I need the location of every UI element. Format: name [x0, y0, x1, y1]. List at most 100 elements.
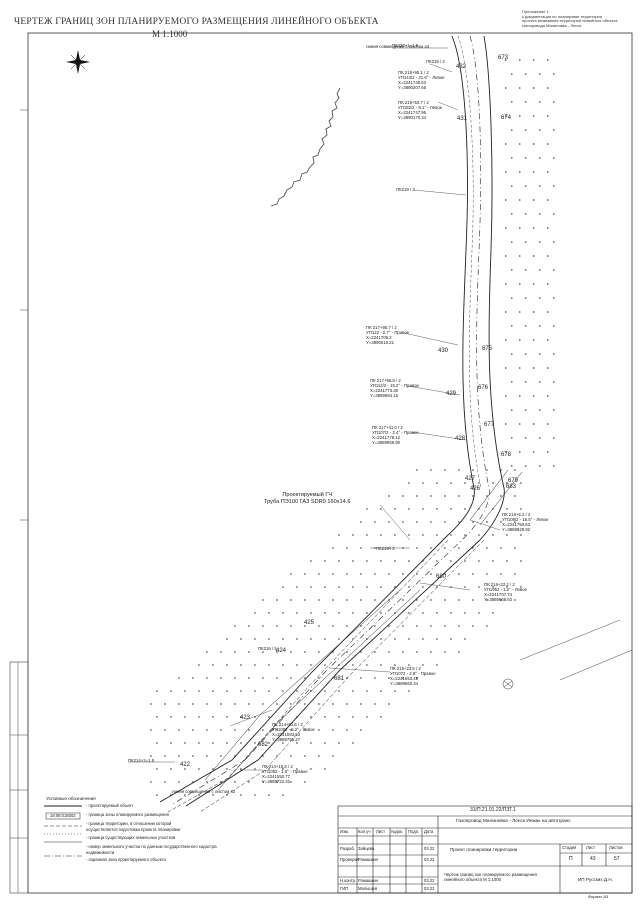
surface-dot	[254, 794, 256, 796]
surface-dot	[262, 703, 264, 705]
pk-coord-block: ПК 217+66.9 / 2 УП112/2 - 15.2° - Правое…	[370, 378, 419, 399]
surface-dot	[552, 129, 555, 131]
surface-dot	[450, 482, 452, 484]
surface-dot	[366, 560, 368, 562]
pk-line: ПК 217+95.7 / 2	[366, 325, 397, 330]
tb-role: Проверил	[340, 857, 360, 862]
station-number: 681	[334, 676, 345, 682]
surface-dot	[192, 755, 194, 757]
surface-dot	[276, 651, 278, 653]
surface-dot	[346, 573, 348, 575]
surface-dot	[444, 469, 446, 471]
surface-dot	[198, 716, 200, 718]
surface-dot	[360, 677, 362, 679]
pk-line: X=2241706.2	[366, 335, 392, 341]
surface-dot	[430, 599, 432, 601]
north-arrow-icon	[66, 50, 90, 74]
surface-dot	[450, 612, 452, 614]
pk-line: Y=3889668.63	[484, 597, 513, 603]
station-number: 422	[180, 762, 191, 768]
surface-dot	[268, 794, 270, 796]
surface-dot	[450, 638, 452, 640]
surface-dot	[514, 573, 516, 575]
surface-dot	[268, 664, 270, 666]
surface-dot	[226, 768, 228, 770]
surface-dot	[444, 651, 446, 653]
surface-dot	[552, 381, 555, 383]
surface-dot	[178, 781, 180, 783]
station-number: 425	[304, 620, 315, 626]
binding-strip	[9, 661, 29, 894]
surface-dot	[262, 651, 264, 653]
surface-dot	[226, 716, 228, 718]
surface-dot	[500, 599, 502, 601]
surface-dot	[518, 199, 521, 201]
surface-dot	[388, 521, 390, 523]
surface-dot	[458, 625, 460, 627]
surface-dot	[486, 469, 488, 471]
tb-name: Зайцева	[358, 846, 375, 851]
surface-dot	[220, 729, 222, 731]
surface-dot	[240, 716, 242, 718]
surface-dot	[388, 651, 390, 653]
surface-dot	[380, 508, 382, 510]
surface-dot	[450, 586, 452, 588]
surface-dot	[430, 495, 432, 497]
surface-dot	[240, 664, 242, 666]
surface-dot	[518, 115, 521, 117]
surface-dot	[192, 677, 194, 679]
surface-dot	[524, 325, 527, 327]
surface-dot	[324, 768, 326, 770]
pipe-callout-line2: Труба ПЭ100 ГАЗ SDR9 160x14.6	[264, 498, 351, 505]
surface-dot	[538, 325, 541, 327]
top-match-line-note: линия совмещения с листом 44	[366, 44, 430, 49]
surface-dot	[156, 794, 158, 796]
surface-dot	[464, 534, 466, 536]
surface-dot	[538, 157, 541, 159]
surface-dot	[430, 469, 432, 471]
pk-line: УП1052 - 1.0° - Правое	[262, 769, 308, 775]
surface-dot	[352, 664, 354, 666]
surface-dot	[282, 768, 284, 770]
surface-dot	[478, 612, 480, 614]
surface-dot	[164, 781, 166, 783]
surface-dot	[510, 465, 513, 467]
surface-dot	[524, 73, 527, 75]
surface-dot	[444, 625, 446, 627]
surface-dot	[338, 742, 340, 744]
surface-dot	[458, 547, 460, 549]
pk-line: Y=3890207.65	[398, 85, 427, 91]
surface-dot	[310, 742, 312, 744]
pk-line: ПК 218+95.1 / 2	[398, 70, 429, 75]
surface-dot	[402, 599, 404, 601]
surface-dot	[240, 638, 242, 640]
surface-dot	[282, 690, 284, 692]
pk-line: ПК 218+53.7 / 2	[398, 100, 429, 105]
surface-dot	[520, 508, 522, 510]
surface-dot	[310, 664, 312, 666]
station-number: 428	[455, 436, 466, 442]
surface-dot	[220, 755, 222, 757]
surface-dot	[514, 599, 516, 601]
pk-line: ПК 216+22.2 / 2	[484, 582, 515, 587]
tb-hdr: Лист	[376, 829, 386, 834]
surface-dot	[504, 255, 507, 257]
station-number: 678	[501, 452, 512, 458]
surface-dot	[504, 423, 507, 425]
surface-dot	[184, 690, 186, 692]
surface-dot	[504, 143, 507, 145]
surface-dot	[248, 703, 250, 705]
station-number: 679	[508, 478, 519, 484]
surface-dot	[220, 703, 222, 705]
surface-dot	[450, 534, 452, 536]
surface-dot	[164, 755, 166, 757]
surface-dot	[486, 573, 488, 575]
surface-dot	[524, 297, 527, 299]
surface-dot	[310, 586, 312, 588]
surface-dot	[310, 638, 312, 640]
surface-dot	[388, 677, 390, 679]
surface-dot	[514, 521, 516, 523]
surface-dot	[464, 560, 466, 562]
pk-coord-block: ПК 216+6.2 / 2 УП109/2 - 16.5° - Левое X…	[502, 512, 549, 533]
surface-dot	[360, 573, 362, 575]
